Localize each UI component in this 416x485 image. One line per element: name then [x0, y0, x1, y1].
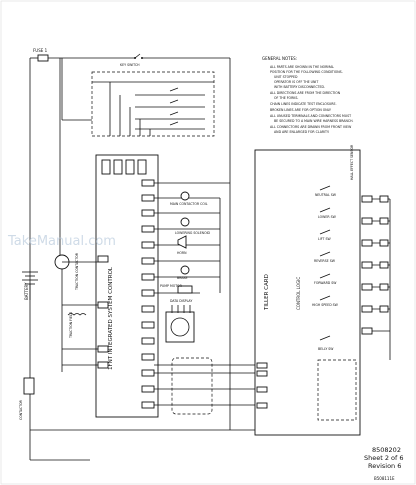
switch-label-belly: BELLY SW	[318, 347, 334, 351]
tiller-card-box	[254, 149, 361, 436]
horn-label: HORN	[177, 251, 187, 255]
traction-field-coil	[67, 313, 87, 316]
data-display-label: DATA DISPLAY	[170, 299, 192, 303]
traction-field-label: TRACTION FIELD	[69, 311, 73, 339]
control-logic-label: CONTROL LOGIC	[296, 277, 301, 310]
fuse-label: FUSE 1	[33, 48, 48, 53]
controller-output-wires	[154, 182, 255, 406]
controller-label: 1FNT INTEGRATED SYSTEM CONTROL	[108, 266, 114, 370]
note-line-3: UNIT STOPPED	[274, 75, 298, 79]
note-line-12: ALL CONNECTORS ARE DRAWN FROM FRONT VIEW	[270, 125, 352, 129]
tiller-card-label: TILLER CARD	[264, 274, 270, 311]
controller-box	[95, 154, 159, 418]
note-line-2: POSITION FOR THE FOLLOWING CONDITIONS.	[270, 70, 343, 74]
contactor-label: CONTACTOR	[19, 399, 23, 420]
drawing-number: 8508202	[372, 446, 401, 454]
sheet-number: Sheet 2 of 6	[364, 454, 404, 462]
note-line-4: OPERATOR IS OFF THE UNIT	[274, 80, 318, 84]
note-line-11: BE SECURED TO A MAIN WIRE HARNESS BRANCH…	[274, 119, 353, 123]
note-line-8: CHAIN LINES INDICATE TEST ENCLOSURE.	[270, 102, 336, 106]
lowering-solenoid-label: LOWERING SOLENOID	[175, 231, 211, 235]
note-line-1: ALL PARTS ARE SHOWN IN THE NORMAL	[270, 65, 334, 69]
tiller-card: TILLER CARD CONTROL LOGIC	[254, 149, 361, 436]
switch-label-high-speed: HIGH SPEED SW	[312, 303, 339, 307]
traction-contactor-label: TRACTION CONTACTOR	[75, 252, 79, 291]
revision: Revision 6	[368, 462, 401, 470]
note-line-6: ALL DIRECTIONS ARE FROM THE DIRECTION	[270, 91, 341, 95]
switch-label-lower: LOWER SW	[318, 215, 337, 219]
component-data-display: DATA DISPLAY	[165, 299, 195, 343]
title-block: 8508202 Sheet 2 of 6 Revision 6 B508111E	[364, 446, 404, 481]
battery-label: BATTERY	[24, 282, 29, 300]
fuse-symbol	[37, 54, 49, 62]
test-enclosure	[171, 357, 213, 415]
component-lowering-solenoid: LOWERING SOLENOID	[175, 217, 211, 235]
component-main-contactor-coil: MAIN CONTACTOR COIL	[170, 191, 208, 206]
key-switch-label: KEY SWITCH	[120, 63, 140, 67]
note-line-13: AND ARE ENLARGED FOR CLARITY.	[274, 130, 329, 134]
hall-effect-sensor-label: HALL EFFECT SENSOR	[350, 144, 354, 180]
harness-switch-box	[91, 71, 215, 137]
pump-motor-label: PUMP MOTOR	[160, 284, 183, 288]
switch-contacts-top	[92, 81, 214, 136]
note-line-7: OF THE FORKS.	[274, 96, 298, 100]
switch-label-reverse: REVERSE SW	[314, 259, 336, 263]
brake-label: BRAKE	[177, 276, 188, 280]
switch-label-neutral: NEUTRAL SW	[315, 193, 337, 197]
page-code: B508111E	[374, 476, 395, 481]
switch-label-forward: FORWARD SW	[314, 281, 337, 285]
contactor-symbol	[23, 377, 35, 395]
controller-terminals	[97, 179, 155, 409]
top-power-rail: FUSE 1 KEY SWITCH	[29, 48, 231, 430]
switch-label-lift: LIFT SW	[318, 237, 331, 241]
general-notes: GENERAL NOTES: ALL PARTS ARE SHOWN IN TH…	[262, 56, 353, 134]
main-contactor-coil-label: MAIN CONTACTOR COIL	[170, 202, 208, 206]
component-pump-motor: PUMP MOTOR	[160, 284, 193, 294]
note-line-9: BROKEN LINES ARE FOR OPTION ONLY	[270, 108, 331, 112]
component-brake: BRAKE	[177, 265, 190, 280]
general-notes-title: GENERAL NOTES:	[262, 56, 297, 61]
component-horn: HORN	[177, 235, 187, 255]
note-line-5: WITH BATTERY DISCONNECTED.	[274, 85, 325, 89]
system-controller: 1FNT INTEGRATED SYSTEM CONTROL	[95, 154, 159, 418]
tiller-switches: HALL EFFECT SENSOR NEUTRAL SW LOWER SW L…	[312, 144, 391, 360]
note-line-10: ALL UNUSED TERMINALS AND CONNECTORS MUST	[270, 114, 351, 118]
watermark: TakeManual.com	[7, 234, 116, 249]
